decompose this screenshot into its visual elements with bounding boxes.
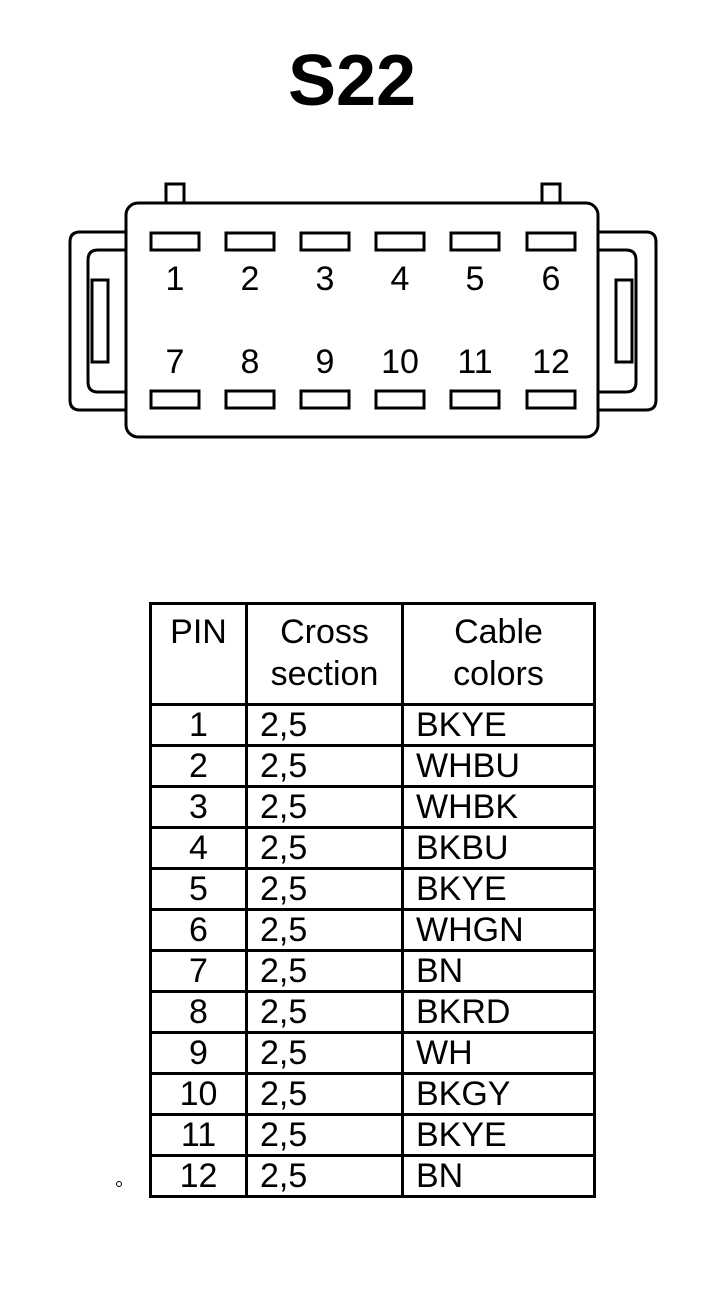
header-cable-colors-line1: Cable bbox=[454, 613, 543, 651]
pin-contact-top-1 bbox=[149, 231, 201, 252]
stray-dot bbox=[116, 1181, 122, 1187]
cable-color-cell: WHBK bbox=[401, 785, 596, 829]
pin-cell: 1 bbox=[149, 703, 248, 747]
pin-number-label: 1 bbox=[166, 260, 185, 298]
cable-color-cell: WH bbox=[401, 1031, 596, 1075]
cable-color-cell: WHBU bbox=[401, 744, 596, 788]
pin-cell: 4 bbox=[149, 826, 248, 870]
pin-cell: 9 bbox=[149, 1031, 248, 1075]
cross-section-cell: 2,5 bbox=[245, 908, 404, 952]
pin-number-label: 6 bbox=[542, 260, 561, 298]
cross-section-cell: 2,5 bbox=[245, 826, 404, 870]
cable-color-cell: BKGY bbox=[401, 1072, 596, 1116]
cross-section-cell: 2,5 bbox=[245, 1072, 404, 1116]
pin-number-label: 3 bbox=[316, 260, 335, 298]
pin-contact-bottom-5 bbox=[449, 389, 501, 410]
pin-contact-bottom-4 bbox=[374, 389, 426, 410]
pin-cell: 7 bbox=[149, 949, 248, 993]
pin-contact-bottom-6 bbox=[525, 389, 577, 410]
pin-cell: 10 bbox=[149, 1072, 248, 1116]
left-clip-slot bbox=[90, 278, 110, 364]
connector-title: S22 bbox=[287, 41, 417, 121]
pin-number-label: 7 bbox=[166, 343, 185, 381]
cable-color-cell: BKYE bbox=[401, 1113, 596, 1157]
cross-section-cell: 2,5 bbox=[245, 1113, 404, 1157]
pin-number-label: 5 bbox=[466, 260, 485, 298]
pin-contact-bottom-2 bbox=[224, 389, 276, 410]
cable-color-cell: BKYE bbox=[401, 703, 596, 747]
pin-number-label: 9 bbox=[316, 343, 335, 381]
cable-color-cell: BN bbox=[401, 1154, 596, 1198]
left-clip-outer bbox=[68, 230, 128, 412]
cross-section-cell: 2,5 bbox=[245, 867, 404, 911]
cable-color-cell: BN bbox=[401, 949, 596, 993]
connector-body bbox=[124, 201, 600, 439]
cross-section-cell: 2,5 bbox=[245, 703, 404, 747]
cross-section-cell: 2,5 bbox=[245, 1031, 404, 1075]
right-clip-slot bbox=[614, 278, 634, 364]
pin-cell: 8 bbox=[149, 990, 248, 1034]
pin-contact-top-4 bbox=[374, 231, 426, 252]
cross-section-cell: 2,5 bbox=[245, 744, 404, 788]
header-cross-section-line2: section bbox=[270, 655, 379, 693]
header-pin: PIN bbox=[149, 602, 248, 706]
header-cable-colors-line2: colors bbox=[453, 655, 544, 693]
pin-number-label: 4 bbox=[391, 260, 410, 298]
pin-cell: 5 bbox=[149, 867, 248, 911]
cross-section-cell: 2,5 bbox=[245, 949, 404, 993]
pin-contact-top-5 bbox=[449, 231, 501, 252]
cross-section-cell: 2,5 bbox=[245, 990, 404, 1034]
table-header-row: PIN Cross section Cable colors bbox=[149, 602, 596, 706]
pin-number-label: 11 bbox=[457, 343, 492, 381]
pin-contact-top-3 bbox=[299, 231, 351, 252]
pin-number-label: 8 bbox=[241, 343, 260, 381]
pin-number-label: 12 bbox=[532, 343, 570, 381]
pin-cell: 6 bbox=[149, 908, 248, 952]
cable-color-cell: BKRD bbox=[401, 990, 596, 1034]
cross-section-cell: 2,5 bbox=[245, 785, 404, 829]
cable-color-cell: BKBU bbox=[401, 826, 596, 870]
header-cable-colors: Cable colors bbox=[401, 602, 596, 706]
pin-cell: 2 bbox=[149, 744, 248, 788]
right-clip-outer bbox=[598, 230, 658, 412]
header-cross-section-line1: Cross bbox=[280, 613, 369, 651]
pin-contact-top-2 bbox=[224, 231, 276, 252]
pin-cell: 11 bbox=[149, 1113, 248, 1157]
pin-contact-bottom-1 bbox=[149, 389, 201, 410]
left-clip-inner bbox=[86, 248, 128, 394]
pin-number-label: 10 bbox=[381, 343, 419, 381]
cable-color-cell: BKYE bbox=[401, 867, 596, 911]
cable-color-cell: WHGN bbox=[401, 908, 596, 952]
pin-cell: 3 bbox=[149, 785, 248, 829]
cross-section-cell: 2,5 bbox=[245, 1154, 404, 1198]
pin-cell: 12 bbox=[149, 1154, 248, 1198]
pin-number-label: 2 bbox=[241, 260, 260, 298]
pin-contact-top-6 bbox=[525, 231, 577, 252]
right-clip-inner bbox=[598, 248, 638, 394]
pin-contact-bottom-3 bbox=[299, 389, 351, 410]
header-cross-section: Cross section bbox=[245, 602, 404, 706]
